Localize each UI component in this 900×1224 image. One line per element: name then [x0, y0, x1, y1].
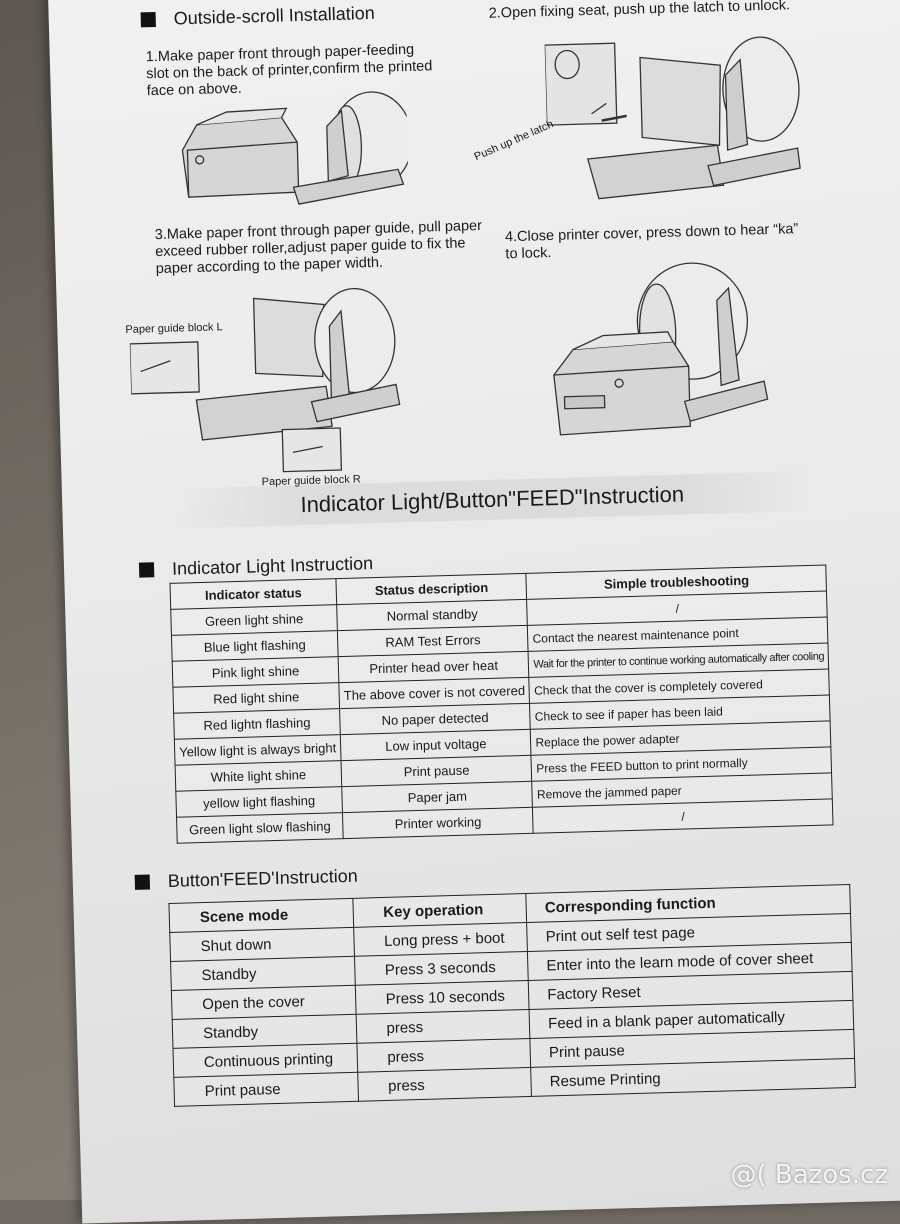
- step-3-text: 3.Make paper front through paper guide, …: [154, 217, 483, 278]
- step-2-text: 2.Open fixing seat, push up the latch to…: [488, 0, 791, 22]
- feed-heading: Button'FEED'Instruction: [134, 866, 358, 893]
- instruction-sheet: Outside-scroll Installation 1.Make paper…: [48, 0, 900, 1224]
- printer-open-illustration-2: [544, 36, 801, 200]
- step-4-text: 4.Close printer cover, press down to hea…: [504, 221, 799, 263]
- indicator-heading: Indicator Light Instruction: [138, 553, 374, 581]
- latch-caption: Push up the latch: [472, 118, 556, 164]
- printer-roll-illustration-1: [181, 91, 410, 205]
- bazos-watermark: @( Bazos.cz: [730, 1160, 889, 1190]
- feed-table: Scene mode Key operation Corresponding f…: [168, 883, 856, 1107]
- printer-guide-illustration-3: [129, 287, 401, 473]
- printer-closed-illustration-4: [553, 262, 769, 436]
- square-bullet-icon: [134, 874, 151, 890]
- install-heading: Outside-scroll Installation: [140, 3, 375, 31]
- indicator-table: Indicator status Status description Simp…: [169, 564, 834, 844]
- square-bullet-icon: [140, 12, 156, 28]
- square-bullet-icon: [138, 562, 155, 578]
